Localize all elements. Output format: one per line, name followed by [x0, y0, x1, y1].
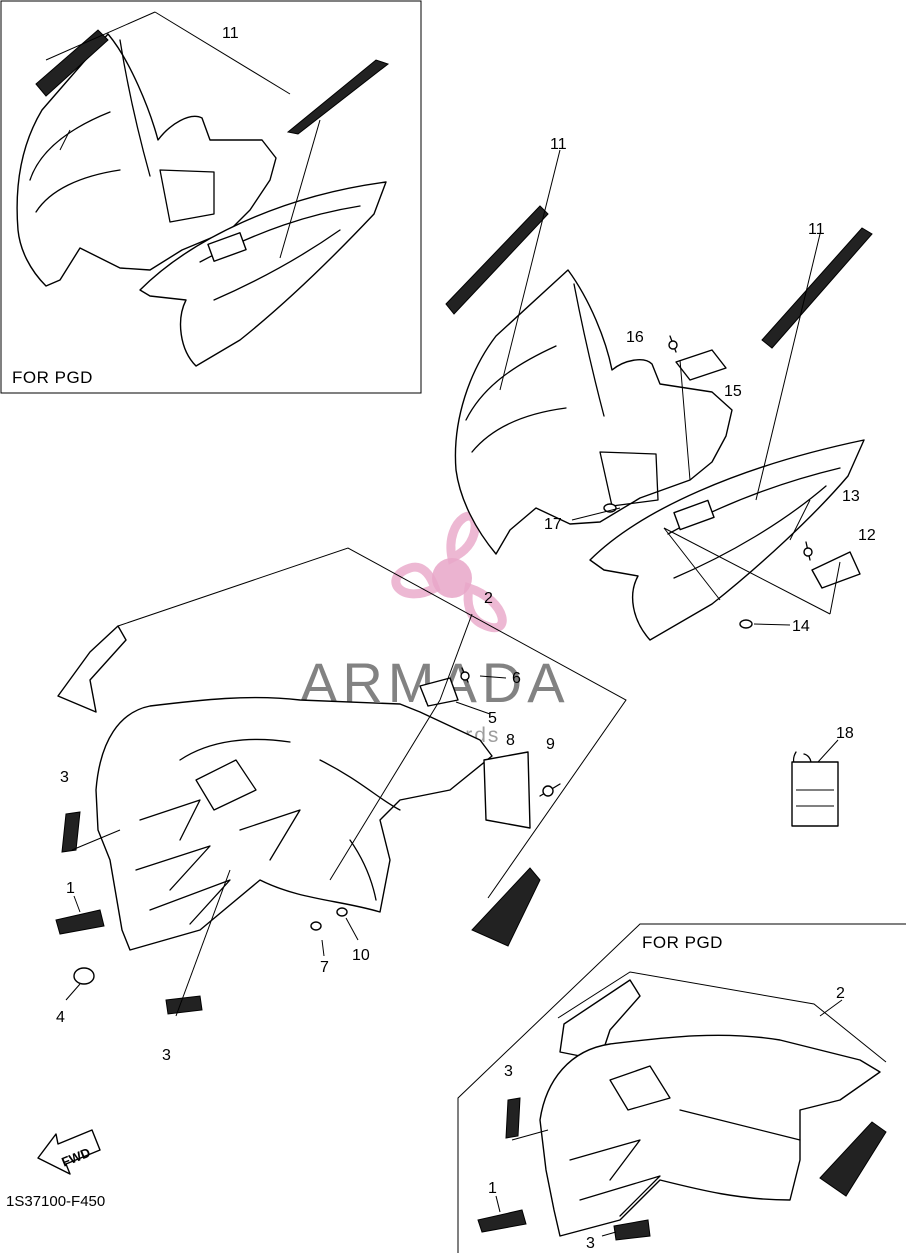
rear-fender-assembly: 11 11 16 15 17 13 12 14: [445, 136, 876, 641]
part-12-label: [811, 551, 861, 589]
part-1-decal-pgd: [477, 1209, 527, 1233]
callout-11-box: 11: [222, 25, 239, 42]
diagram-part-code: 1S37100-F450: [6, 1193, 105, 1210]
part-10-grommet: [336, 907, 348, 917]
callout-11-right: 11: [808, 221, 825, 238]
callout-3-pgd-lower: 3: [586, 1235, 595, 1252]
pgd-box-bottom-right: FOR PGD 2 3 1 3: [457, 923, 906, 1253]
callout-17: 17: [544, 516, 562, 533]
part-3-decal-pgd-upper: [505, 1097, 521, 1139]
callout-11-left: 11: [550, 136, 567, 153]
part-18-tag: 18: [791, 725, 854, 827]
fwd-arrow: FWD: [37, 1129, 101, 1175]
callout-14: 14: [792, 618, 810, 635]
callout-2: 2: [484, 590, 493, 607]
part-8-label: [483, 751, 531, 829]
callout-5: 5: [488, 710, 497, 727]
pgd-box-top-left: FOR PGD 11: [0, 0, 422, 394]
pgd-box-top-left-frame: [0, 0, 422, 394]
callout-13: 13: [842, 488, 860, 505]
callout-9: 9: [546, 736, 555, 753]
callout-8: 8: [506, 732, 515, 749]
callout-10: 10: [352, 947, 370, 964]
part-3-decal-lower: [165, 995, 203, 1015]
decal-11-left: [445, 205, 549, 315]
callout-3-lower: 3: [162, 1047, 171, 1064]
decal-11-right: [761, 227, 873, 349]
callout-1: 1: [66, 880, 75, 897]
front-emblem-decal: [471, 867, 541, 947]
watermark-propeller-logo: [391, 511, 507, 633]
pgd-box-top-left-label: FOR PGD: [12, 368, 93, 387]
callout-15: 15: [724, 383, 742, 400]
part-7-grommet: [310, 921, 322, 931]
part-5-label: [419, 677, 459, 707]
callout-16: 16: [626, 329, 644, 346]
callout-3-upper: 3: [60, 769, 69, 786]
callout-2-pgd: 2: [836, 985, 845, 1002]
decal-11-box-right: [286, 59, 390, 135]
part-14-grommet: [739, 619, 753, 629]
callout-18: 18: [836, 725, 854, 742]
callout-12: 12: [858, 527, 876, 544]
part-2-decal-sheet: [57, 625, 127, 713]
part-3-decal-pgd-lower: [613, 1219, 651, 1241]
decal-11-box-left: [35, 29, 109, 97]
part-15-label: [675, 349, 727, 381]
callout-6: 6: [512, 670, 521, 687]
callout-3-pgd-upper: 3: [504, 1063, 513, 1080]
front-emblem-decal-pgd: [819, 1121, 887, 1197]
callout-7: 7: [320, 959, 329, 976]
part-1-decal: [55, 909, 105, 935]
front-fender-assembly: 2 6 5 8 9 3 1 4 3 7 10: [55, 547, 627, 1064]
part-3-decal-upper: [61, 811, 81, 853]
callout-1-pgd: 1: [488, 1180, 497, 1197]
callout-4: 4: [56, 1009, 65, 1026]
pgd-box-bottom-right-label: FOR PGD: [642, 933, 723, 952]
part-4-emblem: [73, 967, 95, 985]
rear-fender-pgd-drawing: [16, 29, 390, 367]
